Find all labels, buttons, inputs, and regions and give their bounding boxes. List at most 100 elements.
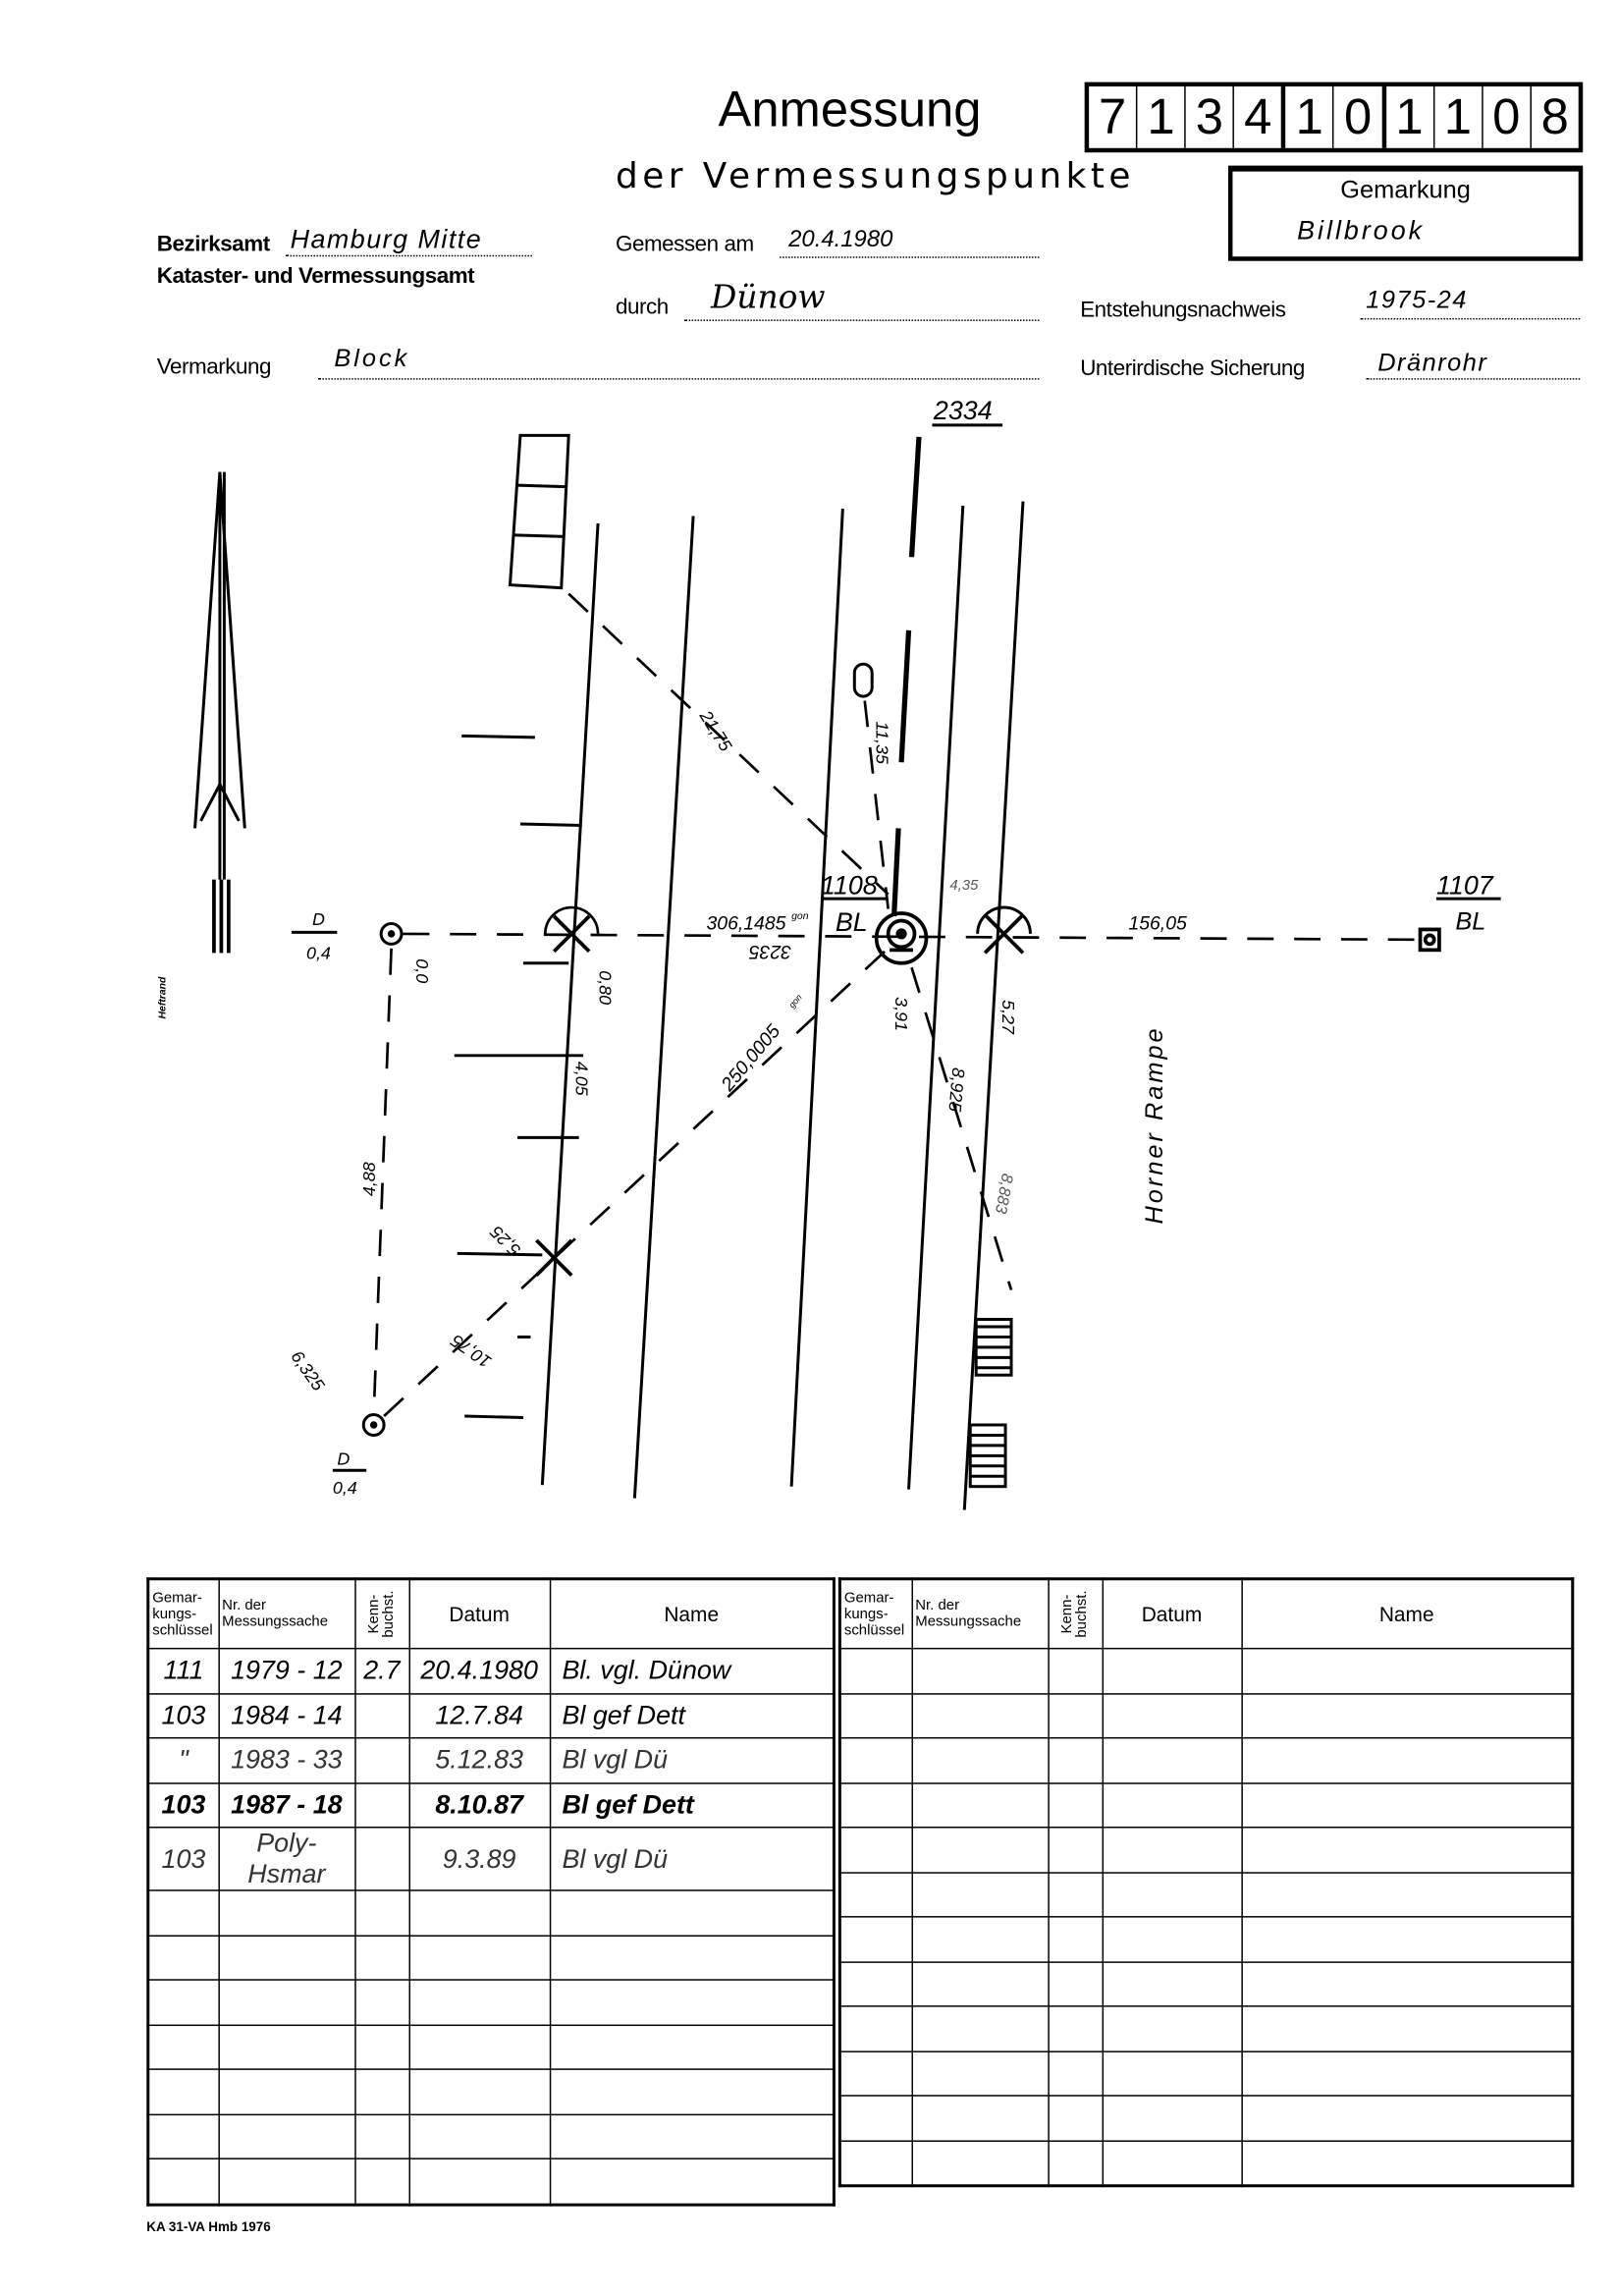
point-number-digit: 4 [1232,86,1281,148]
cell-kennbuchstabe [353,1934,410,1981]
entstehung-label: Entstehungsnachweis [1080,298,1286,323]
cell-schluessel [838,1827,913,1874]
cell-schluessel [147,2023,220,2070]
point-1107-label: 1107 [1436,871,1494,901]
gemessen-value: 20.4.1980 [788,227,893,252]
distance-label: 4,35 [949,877,979,894]
direction-unit: gon [791,911,809,922]
bezirksamt-value: Hamburg Mitte [290,224,483,254]
mark-d-depth: 0,4 [333,1478,357,1498]
pipe-marker-icon [852,662,874,698]
cell-messungssache [910,2095,1050,2142]
cell-messungssache [217,2112,356,2159]
cell-datum [1101,2095,1243,2142]
sicherung-value: Dränrohr [1377,349,1488,377]
cell-kennbuchstabe [353,1692,410,1739]
table-row [838,1960,1574,2007]
durch-label: durch [615,295,669,320]
cell-datum [1101,1781,1243,1829]
distance-label: 5,27 [998,1000,1018,1035]
cell-kennbuchstabe [1047,1916,1104,1963]
margin-label: Heftrand [158,976,169,1019]
cell-name [549,1934,836,1981]
cell-schluessel [838,1781,913,1829]
mark-d-label: D [337,1449,350,1468]
office-label: Kataster- und Vermessungsamt [156,263,475,290]
cell-datum [407,1889,551,1937]
cell-kennbuchstabe [1047,2139,1104,2187]
cell-kennbuchstabe [353,2023,410,2070]
table-row [838,1736,1574,1783]
table-row [147,1934,836,1981]
cell-messungssache: Poly-Hsmar [217,1827,356,1891]
cell-name [1240,1960,1574,2007]
register-table-left: Gemar-kungs-schlüssel Nr. der Messungssa… [146,1577,836,2206]
cell-name [549,2068,836,2115]
gemarkung-value: Billbrook [1297,215,1426,246]
vermarkung-label: Vermarkung [156,355,272,380]
cell-schluessel [147,1934,220,1981]
cell-messungssache [910,1871,1050,1918]
bezirksamt-label: Bezirksamt [156,231,270,257]
crosshair-point-icon [976,905,1032,955]
cell-name [549,2023,836,2070]
header-kennbuchstabe: Kenn-buchst. [1047,1578,1104,1650]
cell-schluessel [147,1979,220,2026]
table-row [838,1871,1574,1918]
point-1108-type: BL [836,907,868,937]
cell-name: Bl vgl Dü [549,1736,836,1783]
mark-d-depth: 0,4 [306,943,331,962]
cell-name [1240,1736,1574,1783]
cell-schluessel [147,2112,220,2159]
cell-name [1240,2095,1574,2142]
cell-datum: 9.3.89 [407,1827,551,1891]
table-row [838,2005,1574,2052]
entstehung-value: 1975-24 [1366,286,1468,314]
cell-messungssache [910,2050,1050,2097]
header-datum: Datum [1101,1578,1243,1650]
cell-name [549,1889,836,1937]
cell-kennbuchstabe: 2.7 [353,1647,410,1694]
durch-signature: Dünow [711,280,826,317]
cell-messungssache [217,1889,356,1937]
cell-datum [1101,2139,1243,2187]
cell-name [1240,1916,1574,1963]
point-number-digit: 1 [1432,86,1481,148]
cell-name [549,2112,836,2159]
table-row [838,2050,1574,2097]
parcel-number: 2334 [933,396,993,425]
distance-label: 3,91 [891,997,911,1031]
form-title: Anmessung [718,82,982,138]
north-arrow-icon [193,471,246,954]
table-row [838,1827,1574,1874]
cell-datum: 12.7.84 [407,1692,551,1739]
cell-name [1240,2050,1574,2097]
cell-messungssache [910,1827,1050,1874]
table-row [147,2023,836,2070]
cell-datum [1101,2050,1243,2097]
cell-kennbuchstabe [1047,1960,1104,2007]
cell-messungssache [910,1781,1050,1829]
cell-datum [407,1934,551,1981]
distance-label: 4,05 [572,1062,592,1096]
cell-name [1240,1871,1574,1918]
distance-label: 21,75 [695,706,735,754]
cell-name [1240,2005,1574,2052]
cell-name: Bl vgl Dü [549,1827,836,1891]
cell-schluessel [838,2005,913,2052]
table-row [838,1647,1574,1694]
curb-line [632,516,695,1499]
cell-messungssache [910,1692,1050,1739]
cell-kennbuchstabe [353,1889,410,1937]
cell-name [1240,1827,1574,1874]
street-name: Horner Rampe [1141,1025,1168,1224]
curb-line [907,505,965,1490]
cell-schluessel [147,1889,220,1937]
cell-kennbuchstabe [1047,1781,1104,1829]
parcel-boundary [908,436,922,558]
